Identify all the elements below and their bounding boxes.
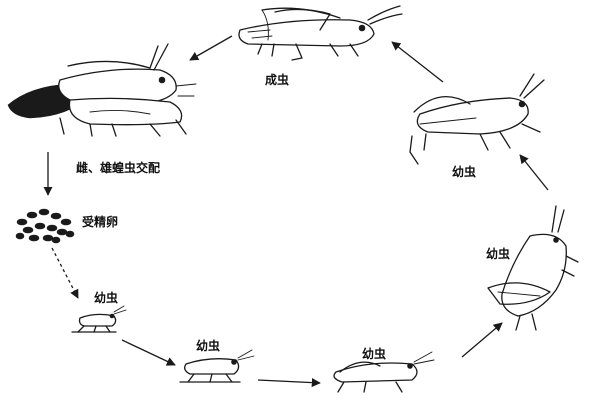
label-mating: 雌、雄蝗虫交配 — [76, 160, 160, 175]
mating-locusts — [7, 43, 197, 137]
arrow-adult-to-mating — [189, 35, 233, 61]
label-nymph-3: 幼虫 — [362, 346, 386, 361]
arrow-nymph4-to-nymph5 — [519, 154, 549, 191]
adult-locust — [238, 5, 403, 61]
label-nymph-1: 幼虫 — [94, 290, 118, 305]
arrow-nymph2-to-nymph3 — [257, 378, 321, 388]
arrow-eggs-to-nymph1 — [51, 247, 79, 299]
arrow-nymph5-to-adult — [391, 41, 444, 83]
fertilized-eggs — [15, 208, 75, 244]
label-eggs: 受精卵 — [82, 214, 118, 229]
arrow-nymph1-to-nymph2 — [121, 339, 176, 366]
nymph-stage-2 — [179, 349, 255, 383]
nymph-stage-3 — [333, 351, 435, 393]
label-adult: 成虫 — [265, 72, 289, 87]
label-nymph-5: 幼虫 — [452, 164, 476, 179]
cycle-arrows — [43, 35, 549, 388]
nymph-stage-1 — [71, 305, 127, 333]
nymph-stage-5 — [409, 73, 545, 165]
label-nymph-4: 幼虫 — [486, 246, 510, 261]
arrow-nymph3-to-nymph4 — [461, 322, 503, 358]
nymph-stage-4 — [487, 205, 579, 331]
label-nymph-2: 幼虫 — [196, 338, 220, 353]
